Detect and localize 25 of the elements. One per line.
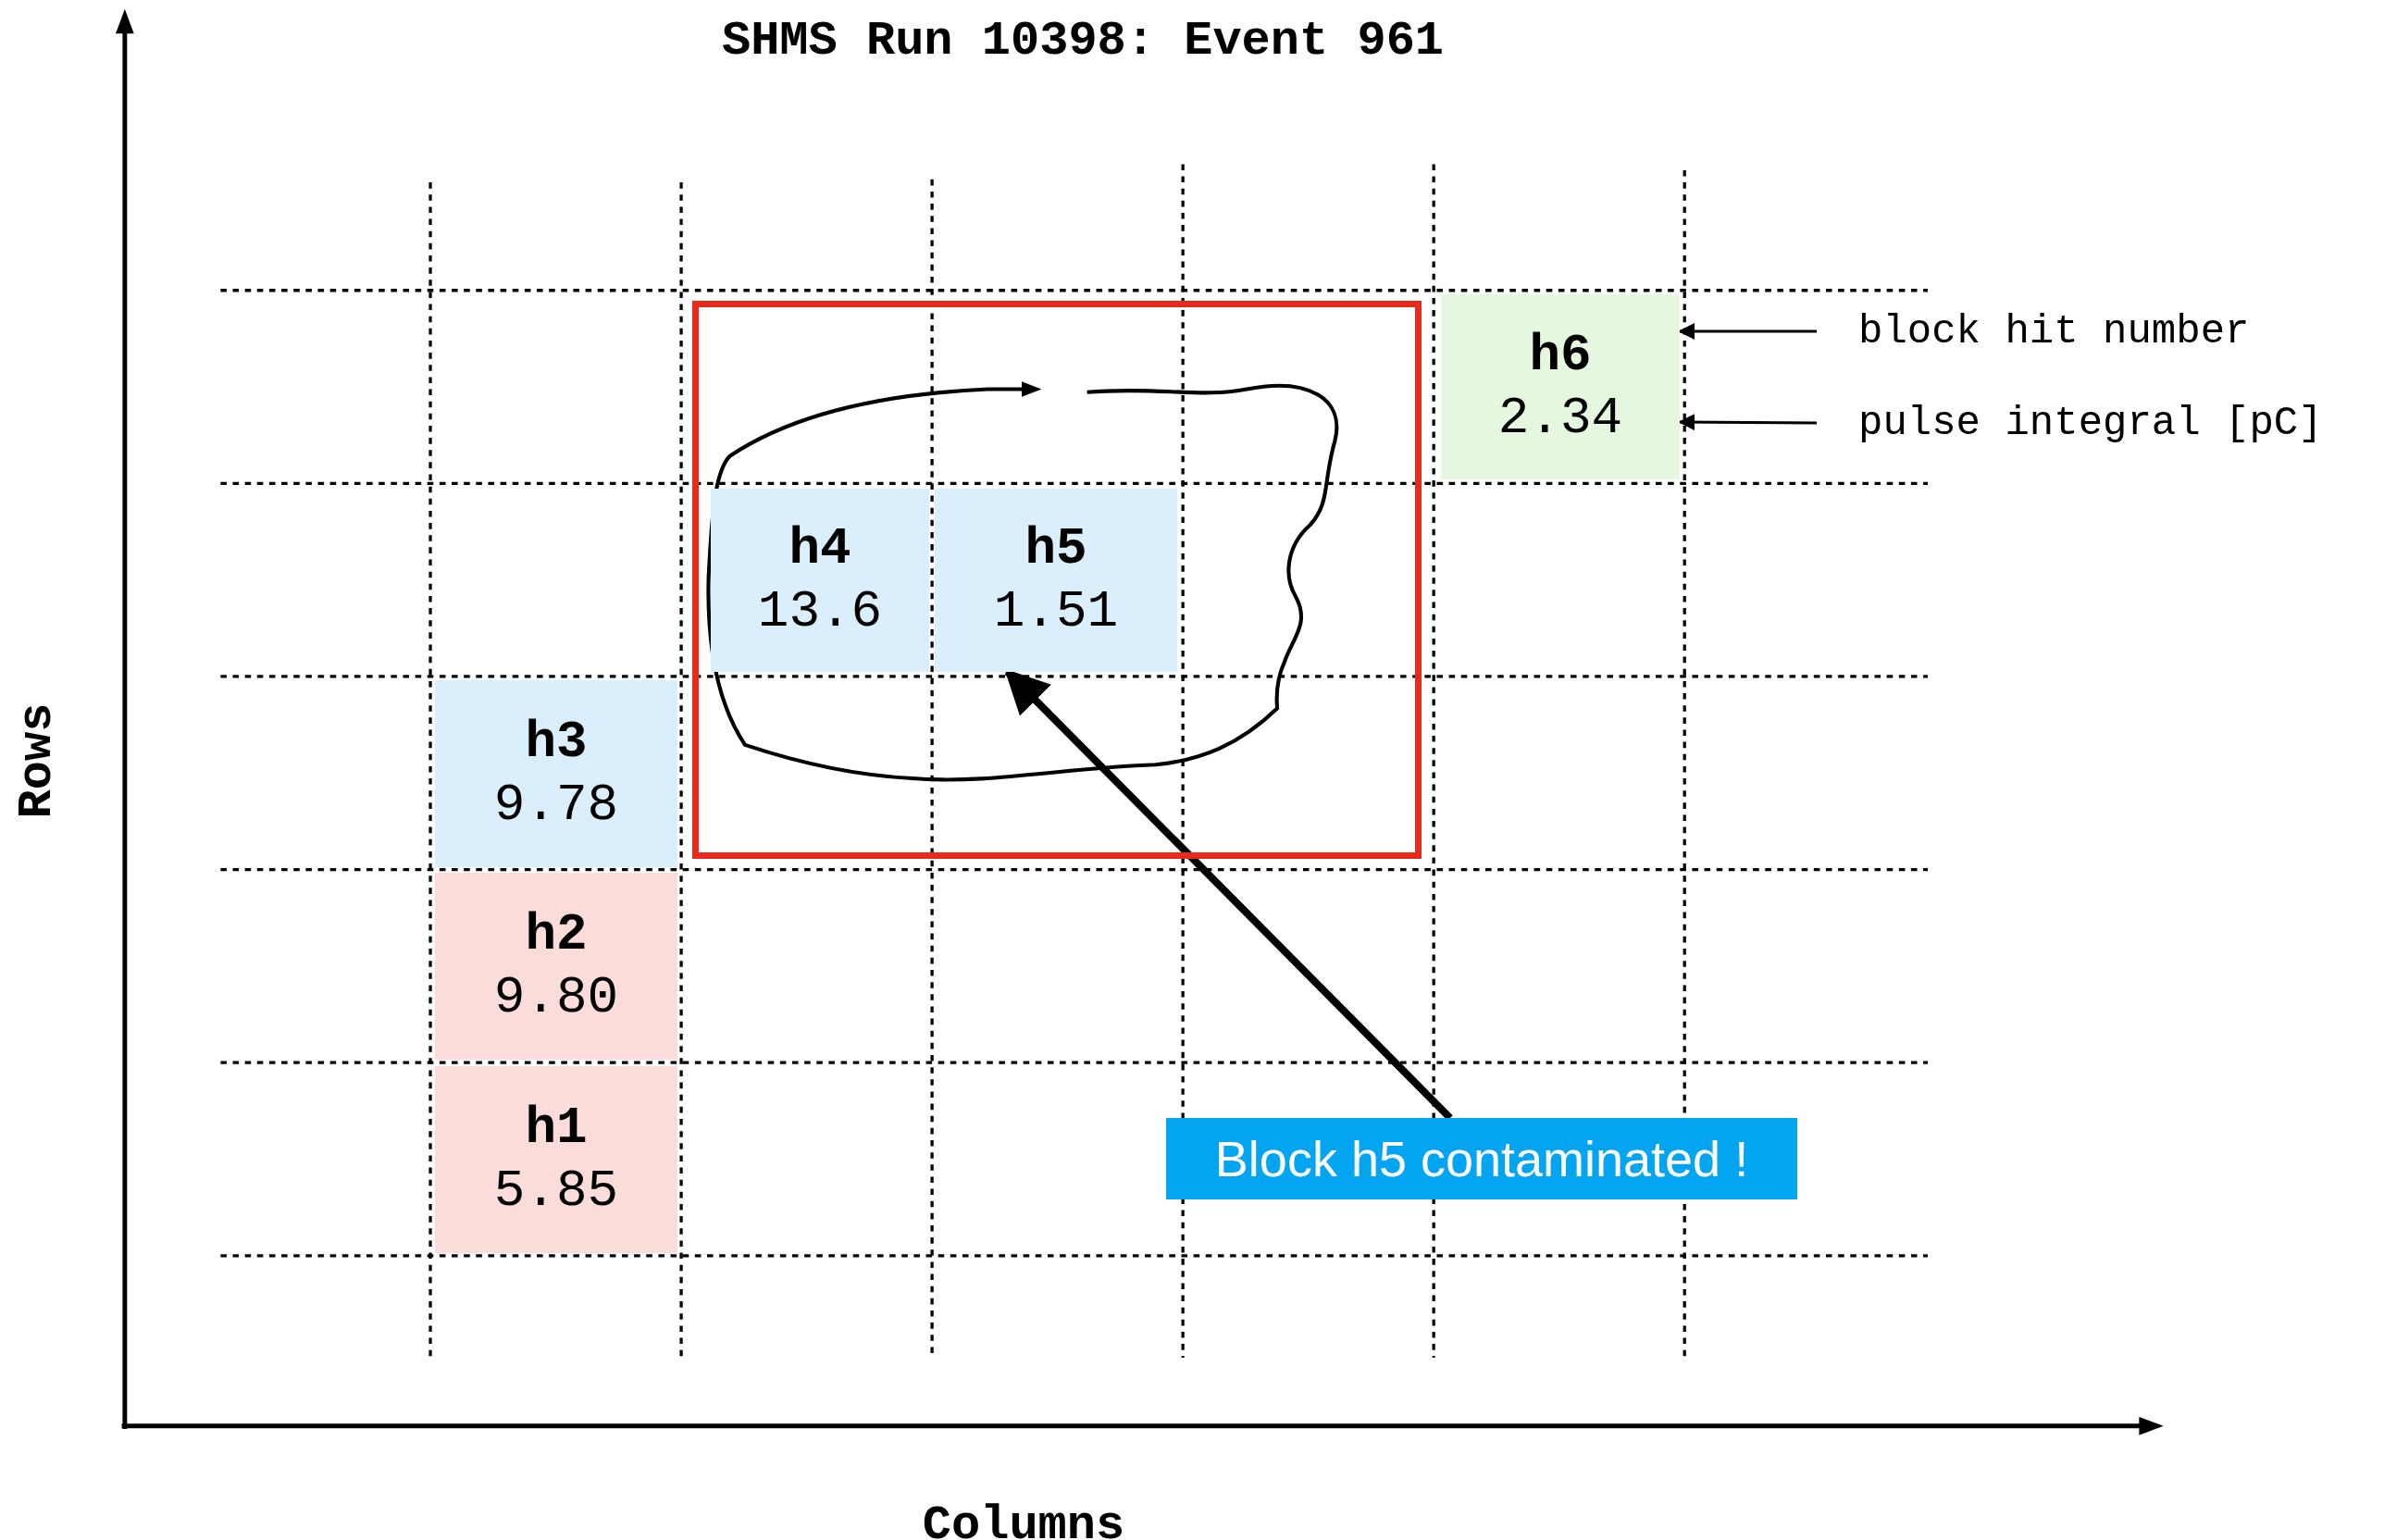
callout-box: Block h5 contaminated !	[1166, 1118, 1797, 1199]
hit-number: h3	[525, 716, 588, 768]
hit-number: h4	[788, 523, 851, 575]
hit-block	[435, 873, 677, 1060]
pulse-value: 1.51	[993, 586, 1119, 638]
axis-label: Rows	[9, 702, 66, 819]
hit-block	[711, 489, 929, 672]
hit-block	[435, 1066, 677, 1253]
hit-number: h2	[525, 909, 588, 961]
chart-title: SHMS Run 10398: Event 961	[720, 13, 1446, 70]
hit-number: h5	[1024, 523, 1087, 575]
pulse-value: 2.34	[1497, 392, 1623, 444]
hit-number: h6	[1529, 329, 1592, 381]
highlight-frame	[692, 301, 1422, 859]
pulse-value: 5.85	[493, 1165, 619, 1217]
axis-label: Columns	[921, 1497, 1126, 1540]
annotation-text: pulse integral [pC]	[1817, 396, 2381, 450]
hit-number: h1	[525, 1102, 588, 1154]
pulse-value: 9.80	[493, 972, 619, 1024]
annotation-text: block hit number	[1817, 305, 2381, 357]
pulse-value: 13.6	[757, 586, 883, 638]
hit-block	[435, 680, 677, 867]
pulse-value: 9.78	[493, 779, 619, 831]
hit-block	[935, 489, 1177, 672]
hit-block	[1441, 294, 1680, 479]
